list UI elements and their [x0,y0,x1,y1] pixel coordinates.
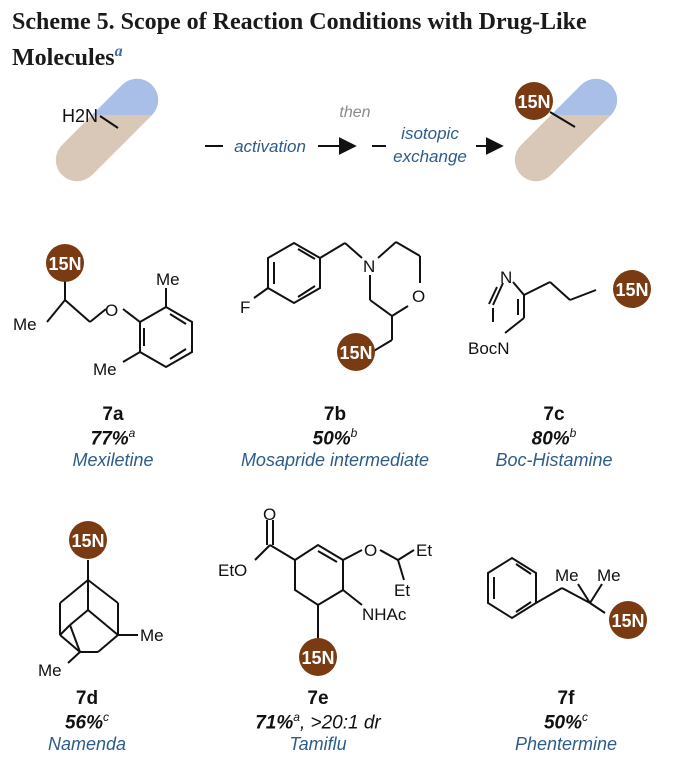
product-bond [549,111,576,128]
7f-n15-label: 15N [611,611,644,631]
structure-7d [59,560,138,664]
title-footnote: a [114,43,123,60]
7d-n15-label: 15N [71,531,104,551]
7b-nitrogen: N [363,257,375,276]
activation-label: activation [234,137,306,156]
7f-n15-badge [609,601,647,639]
compound-name: Mosapride intermediate [240,450,430,471]
n15-badge [515,82,553,120]
then-label: then [339,104,370,121]
structure-7a [46,280,193,369]
compound-name: Phentermine [514,734,618,755]
compound-id: 7e [307,688,329,709]
structure-7c [488,281,597,334]
7e-ether-oxygen: O [364,541,377,560]
7b-fluorine: F [240,298,250,317]
7e-carbonyl-oxygen: O [263,505,276,524]
7b-oxygen: O [412,287,425,306]
7f-me-right: Me [597,566,621,585]
compound-yield: 50%c [543,710,589,734]
compound-id: 7a [102,404,124,425]
label-block-7f: 7f 50%c Phentermine [466,688,666,755]
7e-et-top: Et [416,541,432,560]
starting-capsule [55,78,159,182]
7c-boc-nitrogen: BocN [468,339,510,358]
7e-n15-label: 15N [301,648,334,668]
n15-badge-label: 15N [517,92,550,112]
7b-n15-label: 15N [339,343,372,363]
title-text: Scheme 5. Scope of Reaction Conditions w… [12,9,587,71]
7d-me-right: Me [140,626,164,645]
7a-n15-badge [46,244,84,282]
7a-me-bottom: Me [93,360,117,379]
7c-nitrogen: N [500,268,512,287]
7e-n15-badge [299,638,337,676]
7d-me-bottom: Me [38,661,62,680]
label-block-7a: 7a 77%a Mexiletine [13,404,213,471]
structure-7f [487,556,606,620]
isotopic-label: isotopic [401,124,459,143]
structure-7e [254,520,415,640]
compound-yield: 77%a [90,426,136,450]
compound-name: Mexiletine [72,450,154,471]
7e-ethoxy: EtO [218,561,247,580]
scheme-title: Scheme 5. Scope of Reaction Conditions w… [12,8,662,73]
compound-name: Namenda [47,734,127,755]
7c-n15-label: 15N [615,280,648,300]
compound-id: 7b [323,404,347,425]
7f-me-left: Me [555,566,579,585]
compound-yield: 80%b [531,426,577,450]
label-block-7d: 7d 56%c Namenda [0,688,187,755]
compound-id: 7c [543,404,565,425]
7a-me-top: Me [156,270,180,289]
compound-yield: 50%b [312,426,358,450]
compound-name: Boc-Histamine [495,450,613,471]
exchange-label: exchange [393,147,467,166]
structure-7b [253,241,421,353]
label-block-7b: 7b 50%b Mosapride intermediate [235,404,435,471]
7c-n15-badge [613,270,651,308]
7a-n15-label: 15N [48,254,81,274]
compound-id: 7f [557,688,575,709]
compound-yield: 71%a, >20:1 dr [255,710,381,734]
7a-me-left: Me [13,315,37,334]
amine-bond [99,115,119,129]
7b-n15-badge [337,333,375,371]
product-capsule [514,78,618,182]
7d-n15-badge [69,521,107,559]
7e-et-bottom: Et [394,581,410,600]
compound-id: 7d [75,688,99,709]
label-block-7c: 7c 80%b Boc-Histamine [454,404,654,471]
compound-yield: 56%c [64,710,110,734]
amine-label: H2N [62,106,98,126]
7e-nhac: NHAc [362,605,407,624]
7a-oxygen: O [105,301,118,320]
label-block-7e: 7e 71%a, >20:1 dr Tamiflu [218,688,418,755]
compound-name: Tamiflu [289,734,347,755]
